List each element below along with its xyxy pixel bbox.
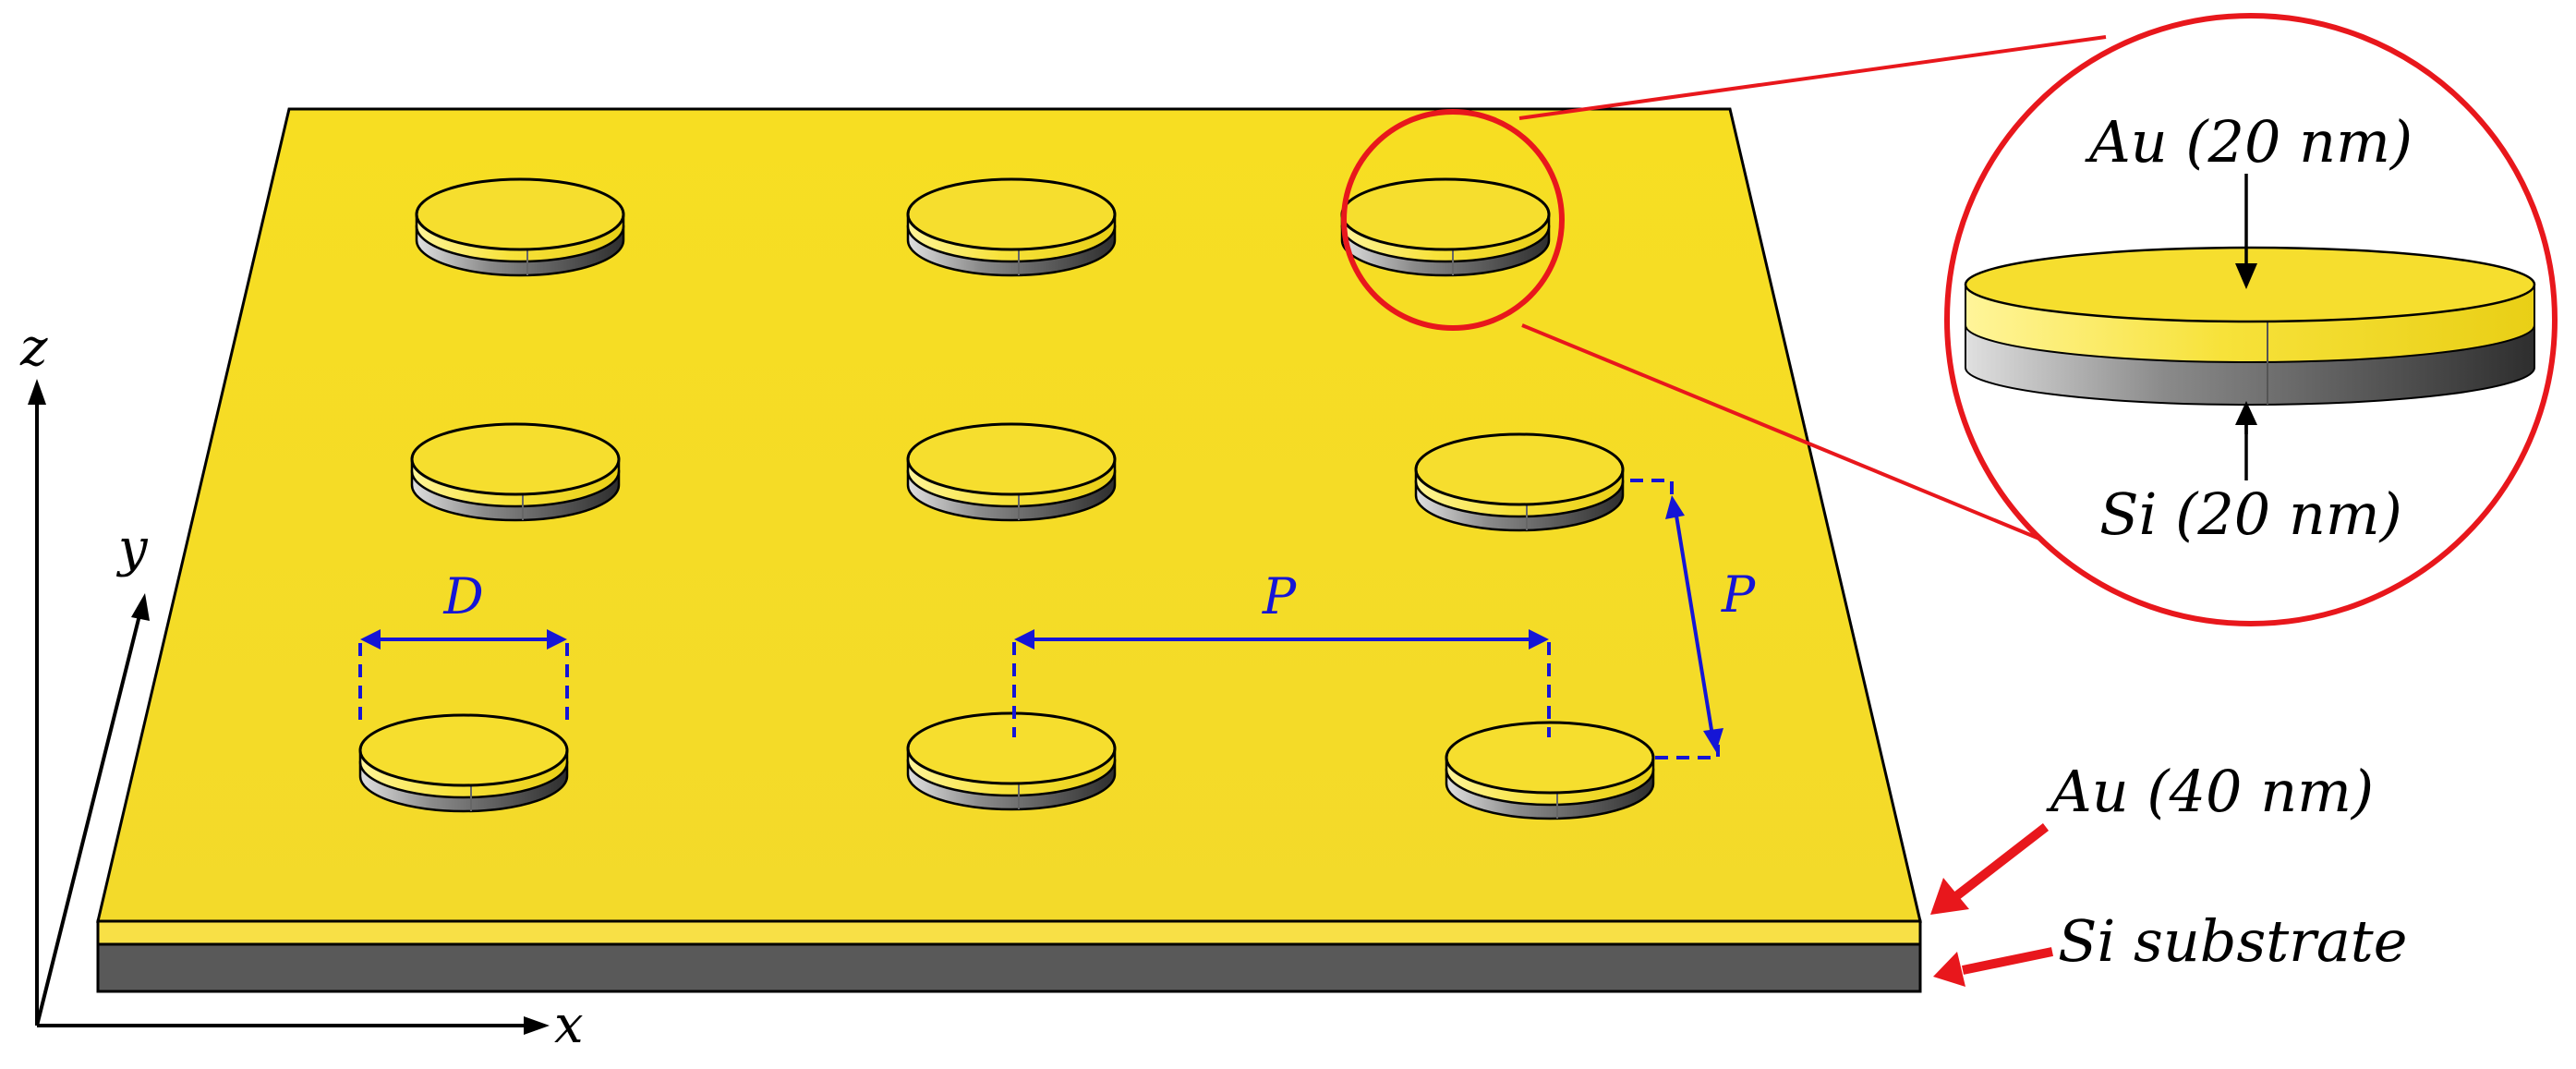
au-layer-arrow-head [1930, 878, 1969, 915]
nanodisk-top [410, 422, 621, 496]
nanodisk [1340, 177, 1551, 277]
axis-x-arrowhead [524, 1016, 550, 1035]
coordinate-axes [28, 379, 550, 1035]
axis-z-arrowhead [28, 379, 46, 405]
axis-z-label: z [19, 318, 48, 378]
diameter-arrow-head-right [547, 629, 567, 650]
nanodisk-top [415, 177, 625, 251]
slab-gold-layer-edge [96, 919, 1922, 946]
diameter-arrow-head-left [360, 629, 381, 650]
period-x-arrow-head-left [1014, 629, 1034, 650]
inset-arrow-down-head [2235, 263, 2257, 289]
nanodisk-top [906, 177, 1117, 251]
dimension-annotations [358, 479, 1723, 759]
nanodisk [1414, 432, 1625, 532]
axis-y-line [35, 611, 142, 1026]
nanodisk [906, 422, 1117, 522]
nanodisk-top [1414, 432, 1625, 506]
inset-top-label: Au (20 nm) [2085, 108, 2413, 176]
period-x-label: P [1262, 567, 1298, 626]
period-y-ext-bottom [1655, 745, 1720, 759]
zoomed-disk-top [1964, 246, 2536, 323]
callout-line-bottom [1521, 323, 2051, 545]
nanodisk [1445, 721, 1655, 820]
period-y-ext-top [1630, 479, 1674, 499]
highlight-ring [1341, 109, 1565, 331]
nanodisk [906, 177, 1117, 277]
slab-silicon-layer-edge [96, 942, 1922, 993]
nanodisk-top [906, 422, 1117, 496]
period-x-arrow-head-right [1529, 629, 1549, 650]
nanodisk [906, 711, 1117, 811]
axis-y-label: y [115, 518, 149, 578]
au-layer-label: Au (40 nm) [2046, 758, 2374, 825]
period-y-arrow [1674, 509, 1714, 736]
callout-line-top [1518, 35, 2107, 120]
diameter-label: D [442, 567, 483, 626]
nanodisk-array [358, 177, 1655, 820]
inset-arrow-up-head [2235, 401, 2257, 425]
axis-y-arrowhead [131, 593, 150, 621]
nanodisk [410, 422, 621, 522]
au-layer-arrow [1953, 823, 2050, 900]
nanodisk-top [1445, 721, 1655, 795]
nanodisk [415, 177, 625, 277]
period-y-arrow-head-bottom [1703, 728, 1723, 752]
text-labels: z y x D P P Au (20 nm) Si (20 nm) Au (40… [19, 108, 2413, 1055]
si-layer-arrow-head [1933, 952, 1965, 987]
nanodisk-top [358, 713, 569, 787]
nanodisk-top [906, 711, 1117, 785]
period-y-label: P [1721, 565, 1757, 624]
zoomed-disk [1964, 174, 2536, 480]
inset-bottom-label: Si (20 nm) [2099, 480, 2402, 548]
layer-arrows [1930, 823, 2054, 987]
nanodisk [358, 713, 569, 813]
si-layer-label: Si substrate [2058, 907, 2407, 975]
si-layer-arrow [1961, 947, 2054, 975]
axis-x-label: x [554, 995, 584, 1055]
nanodisk-top [1340, 177, 1551, 251]
period-y-arrow-head-top [1665, 495, 1685, 519]
